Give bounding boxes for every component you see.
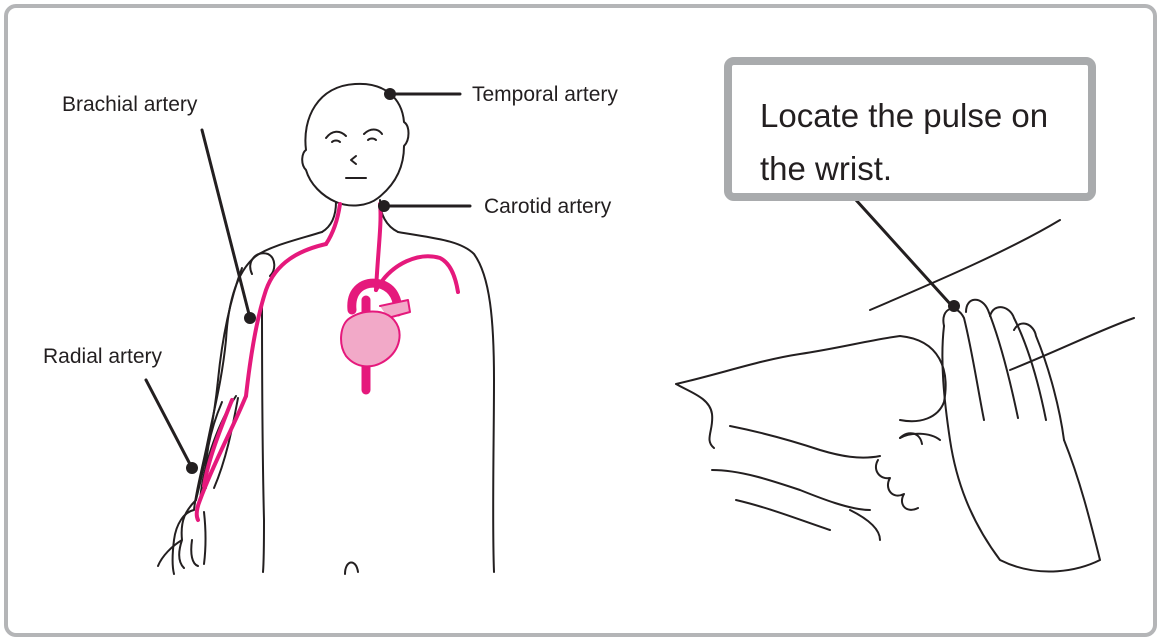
radial-artery-label: Radial artery — [43, 346, 162, 367]
thumb-knuckles — [876, 433, 922, 510]
brachial-artery-label: Brachial artery — [62, 94, 197, 115]
radial-dot — [186, 462, 198, 474]
eyebrow-left — [326, 132, 346, 138]
subject-arm-top — [870, 220, 1060, 310]
head-outline — [302, 84, 408, 206]
callout-line-2: the wrist. — [760, 142, 1060, 195]
subject-hand — [676, 336, 946, 540]
carotid-right — [376, 204, 381, 290]
callout-line-1: Locate the pulse on — [760, 89, 1060, 142]
eyebrow-right — [364, 130, 382, 135]
carotid-left — [326, 204, 340, 244]
torso-left — [173, 232, 323, 574]
examiner-finger-4 — [1014, 323, 1064, 440]
instruction-callout: Locate the pulse on the wrist. — [724, 57, 1096, 201]
torso-left-side — [262, 300, 264, 572]
examiner-finger-1 — [943, 309, 984, 420]
examiner-finger-2 — [966, 300, 1018, 418]
temporal-artery-label: Temporal artery — [472, 84, 618, 105]
carotid-artery-label: Carotid artery — [484, 196, 611, 217]
heart — [341, 283, 410, 366]
torso-right — [398, 232, 494, 572]
carotid-dot — [378, 200, 390, 212]
radial-leader — [146, 380, 192, 468]
arteries — [197, 204, 458, 520]
nose — [351, 156, 356, 164]
examiner-palm — [900, 326, 1100, 572]
wrist-hands-figure — [676, 220, 1134, 572]
brachial-dot — [244, 312, 256, 324]
leader-lines — [146, 94, 470, 468]
navel — [345, 562, 358, 574]
heart-body — [341, 312, 399, 367]
callout-leader — [856, 200, 952, 306]
eye-right — [368, 139, 376, 141]
brachial-leader — [202, 130, 250, 318]
wrist-pulse-dot — [948, 300, 960, 312]
eye-left — [332, 141, 340, 143]
temporal-dot — [384, 88, 396, 100]
shoulder-joint — [250, 253, 274, 276]
subclavian-left — [246, 244, 326, 396]
